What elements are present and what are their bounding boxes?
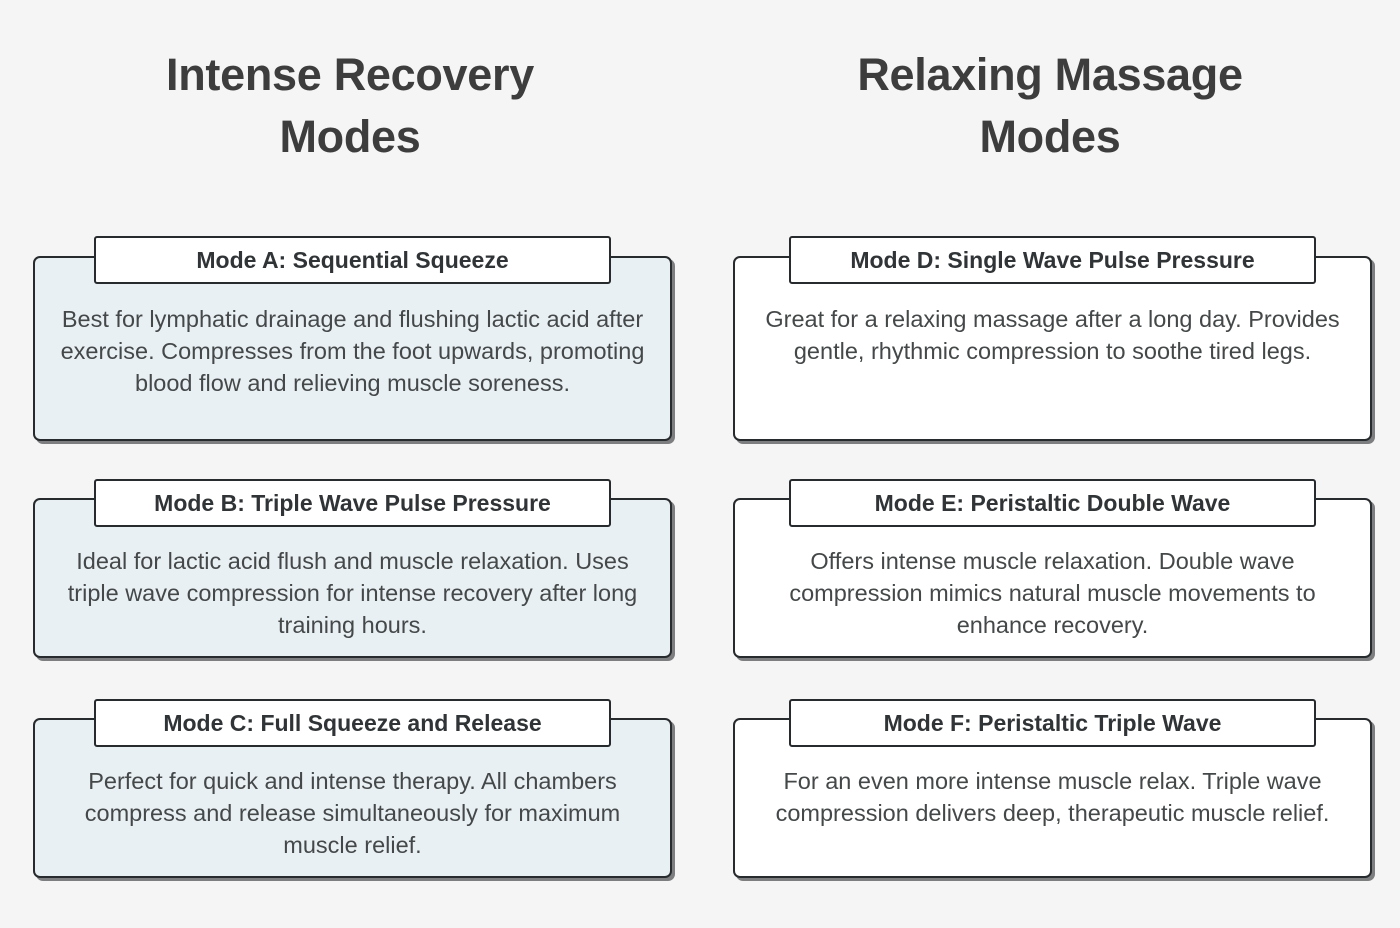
mode-card-a-description: Best for lymphatic drainage and flushing… [60, 306, 645, 396]
mode-card-b-title[interactable]: Mode B: Triple Wave Pulse Pressure [94, 479, 611, 527]
mode-card-f-description: For an even more intense muscle relax. T… [775, 768, 1330, 826]
column-intense-recovery: Intense Recovery Modes Best for lymphati… [33, 49, 672, 878]
mode-card-a-title[interactable]: Mode A: Sequential Squeeze [94, 236, 611, 284]
mode-card-f-title[interactable]: Mode F: Peristaltic Triple Wave [789, 699, 1316, 747]
mode-card-a[interactable]: Best for lymphatic drainage and flushing… [33, 256, 672, 441]
card-slot-a: Best for lymphatic drainage and flushing… [33, 236, 672, 441]
mode-card-d-description: Great for a relaxing massage after a lon… [765, 306, 1340, 364]
mode-card-c-title[interactable]: Mode C: Full Squeeze and Release [94, 699, 611, 747]
column-title-intense-recovery: Intense Recovery Modes [166, 49, 534, 163]
card-slot-d: Great for a relaxing massage after a lon… [700, 0, 1400, 928]
card-slot-e: Offers intense muscle relaxation. Double… [700, 0, 1400, 928]
mode-card-d[interactable]: Great for a relaxing massage after a lon… [733, 256, 1372, 441]
card-slot-c: Perfect for quick and intense therapy. A… [33, 699, 672, 878]
card-slot-f: For an even more intense muscle relax. T… [700, 0, 1400, 928]
column-relaxing-massage: Relaxing Massage Modes Great for a relax… [700, 0, 1400, 928]
mode-card-e-title[interactable]: Mode E: Peristaltic Double Wave [789, 479, 1316, 527]
column-title-relaxing-massage: Relaxing Massage Modes [857, 49, 1243, 163]
mode-card-d-title[interactable]: Mode D: Single Wave Pulse Pressure [789, 236, 1316, 284]
card-slot-b: Ideal for lactic acid flush and muscle r… [33, 479, 672, 658]
mode-card-b-description: Ideal for lactic acid flush and muscle r… [67, 548, 638, 638]
mode-card-e-description: Offers intense muscle relaxation. Double… [789, 548, 1316, 638]
mode-card-c-description: Perfect for quick and intense therapy. A… [84, 768, 621, 858]
